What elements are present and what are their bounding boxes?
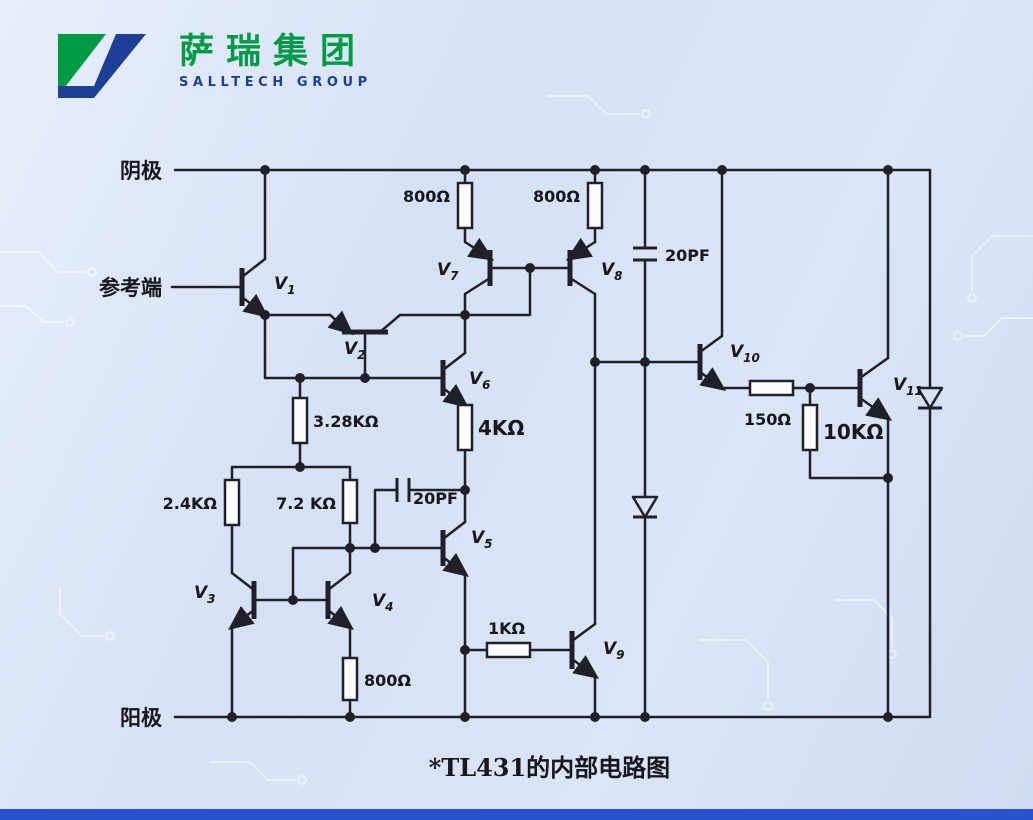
label-resistor-150: 150Ω (744, 410, 791, 429)
resistor-7-2k (341, 478, 359, 525)
capacitor-c1 (633, 246, 657, 262)
label-transistor-v5: V5 (471, 528, 493, 551)
resistors (223, 181, 819, 702)
resistor-1k (485, 641, 532, 659)
resistor-800-bottom (341, 656, 359, 702)
logo-company-name-en: SALLTECH GROUP (179, 74, 372, 90)
label-transistor-v3: V3 (194, 583, 216, 606)
footer-accent-bar (0, 809, 1033, 820)
resistor-10k (801, 403, 819, 452)
label-transistor-v2: V2 (344, 339, 366, 362)
emitter-v8 (565, 237, 597, 261)
label-transistor-v9: V9 (603, 639, 625, 662)
logo-mark-icon (58, 34, 146, 98)
emitter-v3 (228, 605, 256, 631)
emitter-v11 (858, 396, 893, 421)
label-resistor-1k: 1KΩ (488, 619, 526, 638)
label-capacitor-c2: 20PF (413, 489, 458, 508)
label-transistor-v1: V1 (274, 274, 296, 297)
label-transistor-v7: V7 (437, 260, 459, 283)
label-resistor-2-4k: 2.4KΩ (163, 494, 218, 513)
background-pattern (0, 95, 1033, 785)
logo-mark-blue-shape (58, 34, 146, 98)
resistor-2-4k (223, 478, 241, 527)
capacitor-c2 (395, 478, 411, 502)
emitter-v6 (441, 383, 469, 409)
label-resistor-7-2k: 7.2 KΩ (276, 494, 336, 513)
label-resistor-4k: 4KΩ (478, 416, 524, 440)
resistor-3-28k (291, 396, 309, 445)
emitter-v5 (441, 552, 469, 578)
transistor-emitter-leads (228, 237, 893, 679)
emitter-v2 (327, 310, 354, 336)
resistor-800-top-right (586, 181, 604, 230)
emitter-v9 (570, 655, 600, 679)
transistor-collector-leads (230, 257, 890, 643)
label-resistor-800-bottom: 800Ω (364, 671, 411, 690)
label-transistor-v8: V8 (601, 260, 623, 283)
terminal-cathode-label: 阴极 (120, 159, 163, 183)
label-capacitor-c1: 20PF (665, 246, 710, 265)
logo-mark-green-shape (58, 34, 106, 96)
diode-d1 (631, 495, 659, 519)
resistor-800-top-left (456, 181, 474, 230)
label-transistor-v4: V4 (372, 591, 394, 614)
label-resistor-800-top-left: 800Ω (403, 187, 450, 206)
label-resistor-800-top-right: 800Ω (533, 187, 580, 206)
logo: 萨瑞集团 SALLTECH GROUP (58, 34, 372, 98)
label-transistor-v10: V10 (730, 342, 760, 365)
emitter-v4 (326, 605, 354, 631)
diagram-caption: *TL431的内部电路图 (428, 753, 671, 782)
resistor-4k (456, 403, 474, 452)
logo-text: 萨瑞集团 SALLTECH GROUP (179, 34, 372, 90)
emitter-v10 (698, 367, 727, 391)
label-transistor-v6: V6 (469, 369, 491, 392)
resistor-150 (748, 379, 795, 397)
label-transistor-v11: V11 (893, 375, 923, 398)
label-resistor-3-28k: 3.28KΩ (313, 412, 379, 431)
terminal-reference-label: 参考端 (99, 276, 162, 300)
transistor-base-bars (239, 250, 863, 669)
emitter-v7 (463, 237, 495, 261)
label-resistor-10k: 10KΩ (823, 420, 883, 444)
diode-d2 (916, 386, 944, 410)
junction-dots (227, 165, 893, 722)
logo-company-name: 萨瑞集团 (179, 32, 368, 72)
terminal-anode-label: 阳极 (120, 706, 163, 730)
